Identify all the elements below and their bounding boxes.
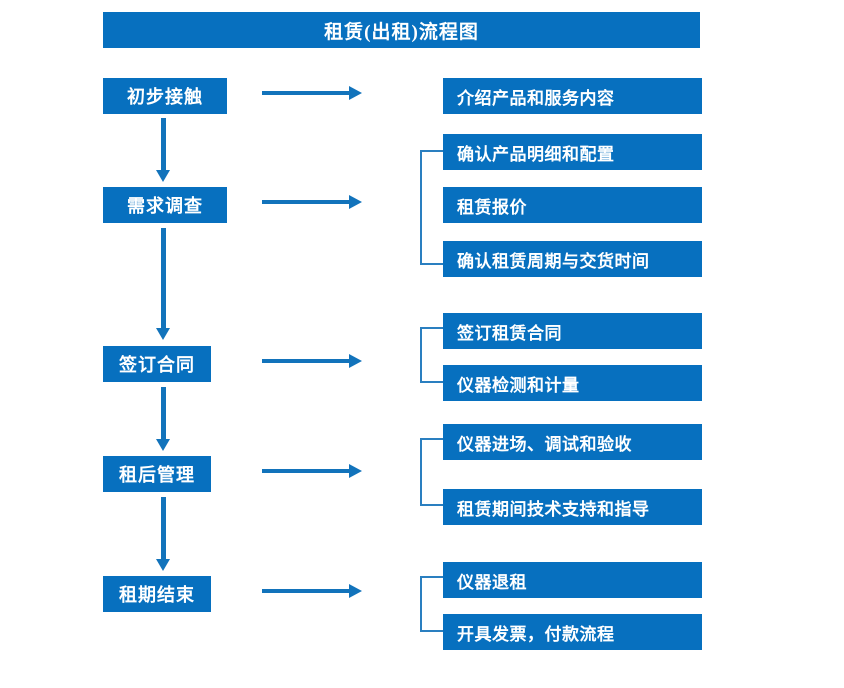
bracket-post-rental-group [420, 438, 443, 506]
arrow-head [349, 195, 362, 209]
arrow-head [156, 328, 170, 340]
detail-box[interactable]: 确认租赁周期与交货时间 [443, 241, 702, 277]
arrow-head [349, 584, 362, 598]
detail-box[interactable]: 开具发票，付款流程 [443, 614, 702, 650]
arrow-head [349, 354, 362, 368]
arrow-down-icon [156, 118, 170, 182]
stage-box[interactable]: 租期结束 [103, 576, 211, 612]
detail-box[interactable]: 租赁报价 [443, 187, 702, 223]
bracket-needs-survey-group [420, 150, 443, 265]
arrow-right-icon [262, 86, 362, 100]
arrow-right-icon [262, 584, 362, 598]
page-title: 租赁(出租)流程图 [103, 12, 700, 48]
arrow-shaft [262, 91, 350, 95]
arrow-right-icon [262, 195, 362, 209]
detail-box[interactable]: 介绍产品和服务内容 [443, 78, 702, 114]
arrow-head [156, 559, 170, 571]
arrow-shaft [161, 118, 166, 171]
arrow-shaft [262, 589, 350, 593]
stage-box[interactable]: 租后管理 [103, 456, 211, 492]
arrow-head [156, 439, 170, 451]
arrow-down-icon [156, 387, 170, 451]
detail-box[interactable]: 仪器检测和计量 [443, 365, 702, 401]
arrow-down-icon [156, 497, 170, 571]
arrow-shaft [262, 359, 350, 363]
bracket-rental-end-group [420, 576, 443, 632]
bracket-contract-group [420, 327, 443, 383]
stage-box[interactable]: 签订合同 [103, 346, 211, 382]
arrow-head [349, 86, 362, 100]
detail-box[interactable]: 租赁期间技术支持和指导 [443, 489, 702, 525]
arrow-shaft [262, 469, 350, 473]
detail-box[interactable]: 仪器进场、调试和验收 [443, 424, 702, 460]
detail-box[interactable]: 仪器退租 [443, 562, 702, 598]
arrow-shaft [262, 200, 350, 204]
arrow-head [349, 464, 362, 478]
arrow-head [156, 170, 170, 182]
arrow-right-icon [262, 464, 362, 478]
arrow-down-icon [156, 228, 170, 340]
arrow-shaft [161, 387, 166, 440]
arrow-shaft [161, 228, 166, 329]
detail-box[interactable]: 确认产品明细和配置 [443, 134, 702, 170]
arrow-right-icon [262, 354, 362, 368]
stage-box[interactable]: 初步接触 [103, 78, 227, 114]
detail-box[interactable]: 签订租赁合同 [443, 313, 702, 349]
stage-box[interactable]: 需求调查 [103, 187, 227, 223]
arrow-shaft [161, 497, 166, 560]
